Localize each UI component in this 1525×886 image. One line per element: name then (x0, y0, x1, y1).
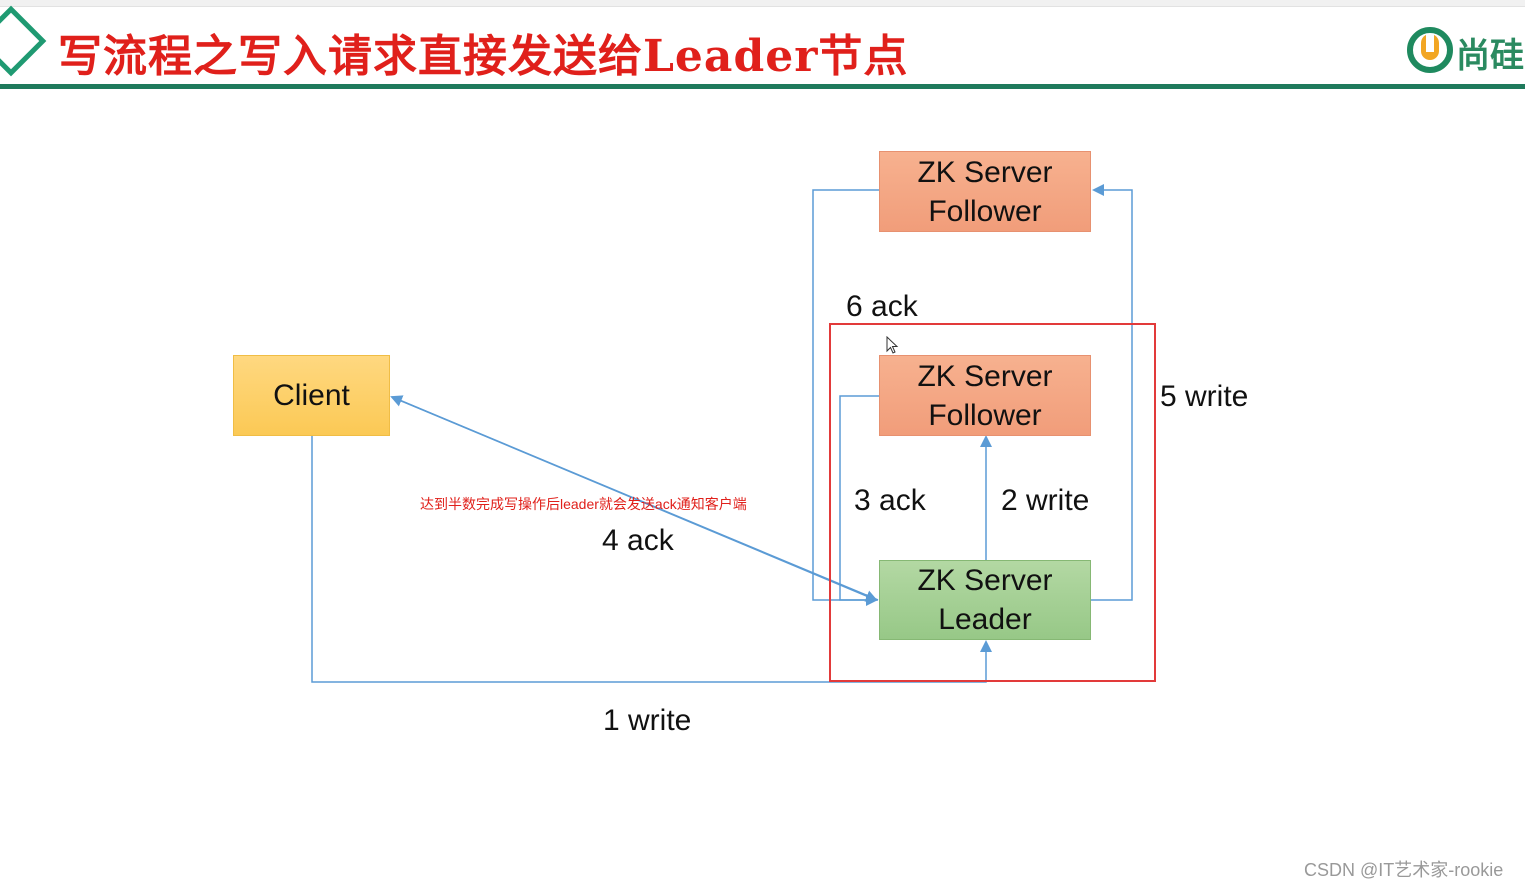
write2-label: 2 write (1001, 484, 1090, 517)
mouse-cursor-icon (886, 336, 899, 354)
header-divider (0, 84, 1525, 89)
ack4-connector-head (391, 396, 878, 602)
annotation-note: 达到半数完成写操作后leader就会发送ack通知客户端 (420, 496, 747, 512)
ack4-label: 4 ack (602, 524, 674, 557)
write5-connector (1090, 184, 1133, 601)
follower-top-line1: ZK Server (917, 155, 1053, 189)
ack6-label: 6 ack (846, 290, 918, 323)
follower-mid-node: ZK Server Follower (879, 355, 1091, 436)
follower-top-line2: Follower (928, 194, 1042, 228)
leader-line1: ZK Server (917, 564, 1053, 597)
logo-text: 尚硅 (1456, 36, 1524, 74)
follower-top-node: ZK Server Follower (879, 151, 1091, 232)
page-title: 写流程之写入请求直接发送给Leader节点 (58, 31, 909, 82)
write5-label: 5 write (1160, 380, 1249, 413)
client-label: Client (273, 379, 350, 412)
client-node: Client (233, 355, 390, 436)
watermark: CSDN @IT艺术家-rookie (1304, 860, 1504, 880)
browser-top-strip (0, 0, 1525, 7)
u-logo-icon (1407, 27, 1453, 73)
highlight-box (829, 323, 1156, 682)
write1-connector (311, 436, 992, 683)
leader-line2: Leader (938, 603, 1032, 636)
write1-label: 1 write (603, 704, 692, 737)
follower-mid-line2: Follower (928, 398, 1042, 432)
ack3-label: 3 ack (854, 484, 926, 517)
brand-logo: 尚硅 (1406, 26, 1525, 74)
follower-mid-line1: ZK Server (917, 359, 1053, 393)
ack6-connector (812, 189, 880, 601)
leader-node: ZK Server Leader (879, 560, 1091, 640)
